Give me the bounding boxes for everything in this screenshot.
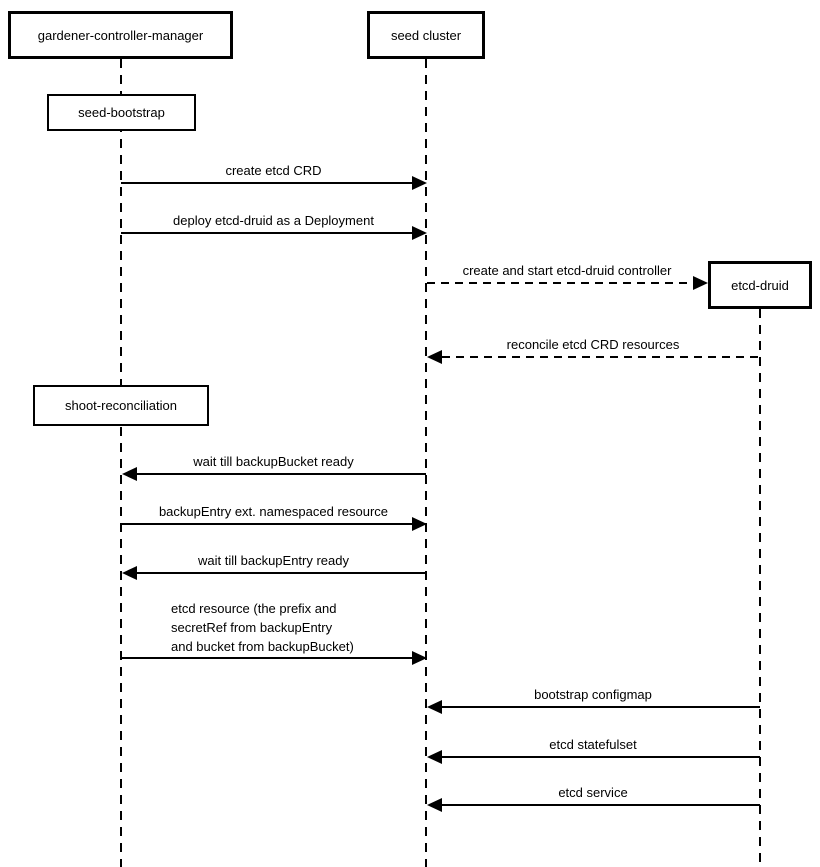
activity-label-shoot-reconciliation: shoot-reconciliation (64, 398, 177, 413)
arrowhead-right-icon (412, 651, 427, 665)
arrowhead-right-icon (693, 276, 708, 290)
arrowhead-left-icon (122, 566, 137, 580)
message-label-wait-backupbucket: wait till backupBucket ready (193, 454, 354, 469)
message-label-wait-backupentry: wait till backupEntry ready (197, 553, 349, 568)
message-line-etcd-statefulset (442, 756, 760, 758)
message-label-bootstrap-configmap: bootstrap configmap (534, 687, 652, 702)
message-line-etcd-service (442, 804, 760, 806)
message-label-etcd-service: etcd service (558, 785, 628, 800)
message-label-etcd-resource: etcd resource (the prefix and secretRef … (171, 601, 354, 654)
activity-box-shoot-reconciliation: shoot-reconciliation (33, 385, 209, 426)
actor-box-seed-cluster: seed cluster (367, 11, 485, 59)
actor-box-etcd-druid: etcd-druid (708, 261, 812, 309)
actor-label-etcd-druid: etcd-druid (731, 277, 789, 293)
arrowhead-left-icon (427, 700, 442, 714)
message-label-reconcile-etcd-crd: reconcile etcd CRD resources (506, 337, 680, 352)
message-line-wait-backupentry (137, 572, 426, 574)
actor-box-gardener-controller-manager: gardener-controller-manager (8, 11, 233, 59)
message-label-create-etcd-crd: create etcd CRD (225, 163, 322, 178)
arrowhead-left-icon (122, 467, 137, 481)
actor-label-seed-cluster: seed cluster (390, 27, 462, 43)
arrowhead-right-icon (412, 517, 427, 531)
message-label-create-start-druid-controller: create and start etcd-druid controller (462, 263, 672, 278)
message-label-deploy-etcd-druid: deploy etcd-druid as a Deployment (173, 213, 374, 228)
lifeline-seed-cluster (425, 59, 427, 867)
arrowhead-left-icon (427, 350, 442, 364)
arrowhead-right-icon (412, 176, 427, 190)
actor-label-gardener-controller-manager: gardener-controller-manager (37, 27, 204, 43)
message-line-bootstrap-configmap (442, 706, 760, 708)
arrowhead-left-icon (427, 750, 442, 764)
message-line-wait-backupbucket (137, 473, 426, 475)
message-line-deploy-etcd-druid (121, 232, 412, 234)
activity-box-seed-bootstrap: seed-bootstrap (47, 94, 196, 131)
message-line-create-etcd-crd (121, 182, 412, 184)
message-line-backupentry-resource (121, 523, 412, 525)
lifeline-gardener-controller-manager (120, 59, 122, 867)
message-line-etcd-resource (121, 657, 412, 659)
message-label-backupentry-resource: backupEntry ext. namespaced resource (158, 504, 389, 519)
arrowhead-right-icon (412, 226, 427, 240)
activity-label-seed-bootstrap: seed-bootstrap (78, 105, 165, 120)
message-line-reconcile-etcd-crd (442, 356, 760, 358)
arrowhead-left-icon (427, 798, 442, 812)
message-line-create-start-druid-controller (427, 282, 694, 284)
lifeline-etcd-druid (759, 309, 761, 867)
message-label-etcd-statefulset: etcd statefulset (549, 737, 637, 752)
